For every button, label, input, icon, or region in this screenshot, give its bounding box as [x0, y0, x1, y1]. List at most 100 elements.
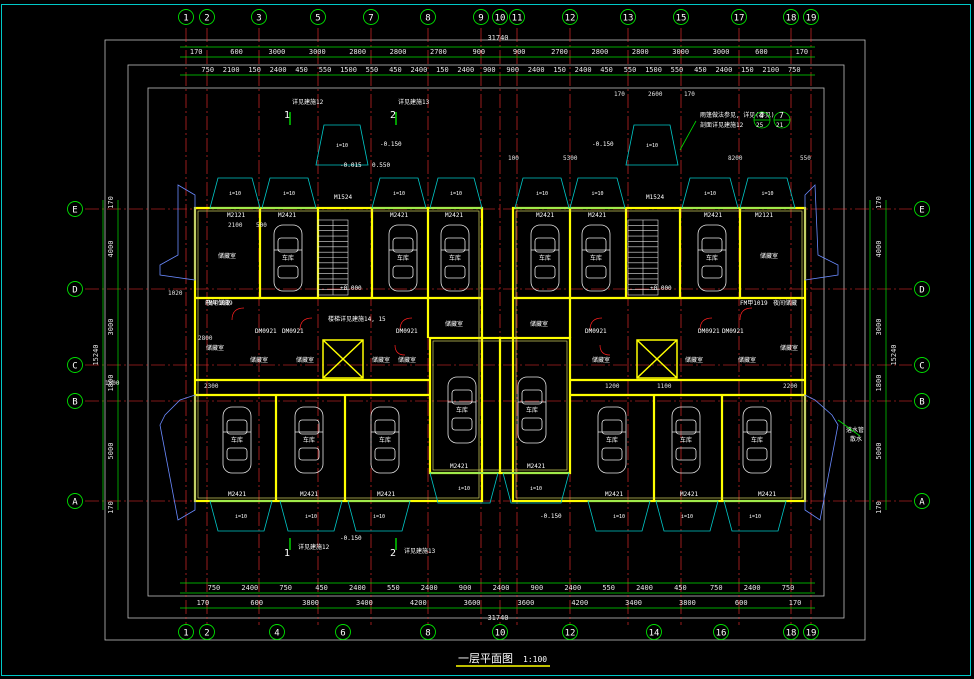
section-2-bottom: 2: [390, 548, 396, 559]
axis-bubble-left-C: C: [67, 357, 83, 373]
door-m1524-left: M1524: [334, 194, 352, 201]
note-drain-2: 散水: [850, 435, 862, 443]
door-m2421-b1: M2421: [228, 491, 246, 498]
section-markers: [289, 112, 397, 550]
dim-left-0: 170: [107, 196, 115, 209]
dim-bottom-inner-14: 750: [710, 584, 723, 592]
dim-top-outer-3: 3000: [309, 48, 326, 56]
axis-grid-lines: [85, 28, 912, 625]
axis-bubble-bottom-19: 19: [803, 624, 819, 640]
dim-top-inner-25: 750: [788, 66, 801, 74]
dim-top-outer-4: 2800: [349, 48, 366, 56]
dim-top-inner-18: 550: [624, 66, 637, 74]
dim-top-inner-2: 150: [248, 66, 261, 74]
title-text: 一层平面图: [458, 652, 513, 665]
door-m2421-b2: M2421: [300, 491, 318, 498]
dim-top-outer-1: 600: [230, 48, 243, 56]
door-fm-right: FM甲1019: [740, 300, 768, 307]
dim-1020: 1020: [168, 290, 183, 297]
car-1: 车库: [273, 224, 303, 292]
svg-text:8: 8: [425, 629, 430, 639]
car-3: 车库: [440, 224, 470, 292]
dim-top-inner-19: 1500: [645, 66, 662, 74]
room-storage-c10: 储藏室: [738, 356, 756, 364]
dim-top-inner-23: 150: [741, 66, 754, 74]
outer-boundary-3: [147, 87, 825, 597]
dim-top-inner-24: 2100: [762, 66, 779, 74]
car-9: 车库: [370, 406, 400, 474]
detail-notes: 详见建施12 详见建施13 详见建施12 详见建施13 雨篷做法参见, 详见(参…: [292, 98, 864, 555]
note-top-right-2: 剖面详见建施12: [700, 121, 744, 129]
svg-text:i=10: i=10: [761, 191, 773, 197]
svg-text:车库: 车库: [397, 254, 409, 262]
axis-bubble-bottom-16: 16: [713, 624, 729, 640]
dim-bottom-outer-9: 3800: [679, 599, 696, 607]
ramp-top-2: i=10: [261, 177, 317, 209]
axis-bubble-right-B: B: [914, 393, 930, 409]
axis-bubble-bottom-8: 8: [420, 624, 436, 640]
note-top-right-1: 雨篷做法参见, 详见(参见): [700, 111, 774, 119]
axis-bubble-top-17: 17: [731, 9, 747, 25]
callout-21: 21: [776, 122, 784, 129]
dim-total-top: 31740: [487, 34, 508, 42]
car-5: 车库: [581, 224, 611, 292]
note-stair: 楼梯详见建施14, 15: [328, 315, 386, 323]
room-storage-c7: 储藏室: [530, 320, 548, 328]
side-platforms: [159, 184, 839, 521]
dim-top-outer-5: 2800: [390, 48, 407, 56]
svg-text:10: 10: [495, 14, 506, 24]
door-dm-2: DM0921: [282, 328, 304, 335]
dim-top-outer-10: 2800: [592, 48, 609, 56]
car-14: 车库: [742, 406, 772, 474]
dim-2100: 2100: [228, 222, 243, 229]
car-8: 车库: [294, 406, 324, 474]
ramp-top-1: i=10: [209, 177, 261, 209]
axis-bubble-left-A: A: [67, 493, 83, 509]
room-storage-c6: 储藏室: [445, 320, 463, 328]
svg-text:2: 2: [204, 14, 209, 24]
level-bottom-right: -0.150: [540, 513, 562, 520]
door-m2421-t3: M2421: [445, 212, 463, 219]
svg-text:11: 11: [512, 14, 523, 24]
dim-top-inner-11: 2400: [457, 66, 474, 74]
dim-bottom-outer-0: 170: [197, 599, 210, 607]
callout-4: 4: [759, 111, 764, 120]
detail-ref-bottom-right: 详见建施13: [404, 547, 436, 555]
axis-bubble-top-11: 11: [509, 9, 525, 25]
dim-left-1: 4000: [107, 241, 115, 258]
dim-top-inner-15: 150: [553, 66, 566, 74]
dim-right-1: 4000: [875, 241, 883, 258]
door-dm-3: DM0921: [396, 328, 418, 335]
interior-dims: 2600 170 170 5300 8200 550 100 2100 500 …: [105, 91, 811, 390]
door-swings: [231, 307, 753, 356]
car-12: 车库: [597, 406, 627, 474]
svg-text:i=10: i=10: [283, 191, 295, 197]
dim-left-4: 5000: [107, 443, 115, 460]
dim-bottom-outer-5: 3600: [464, 599, 481, 607]
door-m2421-b6: M2421: [605, 491, 623, 498]
level-stair-right: ±0.000: [650, 285, 672, 292]
dim-top-outer-13: 3000: [713, 48, 730, 56]
dim-top-outer-8: 900: [513, 48, 526, 56]
ramp-top-5: i=10: [514, 177, 570, 209]
svg-text:13: 13: [623, 14, 634, 24]
door-m2421-b4: M2421: [450, 463, 468, 470]
car-2: 车库: [388, 224, 418, 292]
dim-top-outer-9: 2700: [551, 48, 568, 56]
axis-bubble-top-19: 19: [803, 9, 819, 25]
svg-text:E: E: [919, 206, 924, 216]
dim-2600-top: 2600: [648, 91, 663, 98]
level-entry: -0.015: [340, 162, 362, 169]
svg-text:车库: 车库: [303, 436, 315, 444]
ramp-bottom-2: i=10: [279, 500, 343, 532]
axis-bubble-right-E: E: [914, 201, 930, 217]
dim-right-total: 15240: [890, 344, 898, 365]
title-scale: 1:100: [523, 655, 547, 664]
ramp-bottom-6: i=10: [587, 500, 651, 532]
axis-bubble-top-1: 1: [178, 9, 194, 25]
svg-text:12: 12: [565, 629, 576, 639]
svg-text:车库: 车库: [539, 254, 551, 262]
axis-bubble-right-D: D: [914, 281, 930, 297]
door-m2421-b5: M2421: [527, 463, 545, 470]
